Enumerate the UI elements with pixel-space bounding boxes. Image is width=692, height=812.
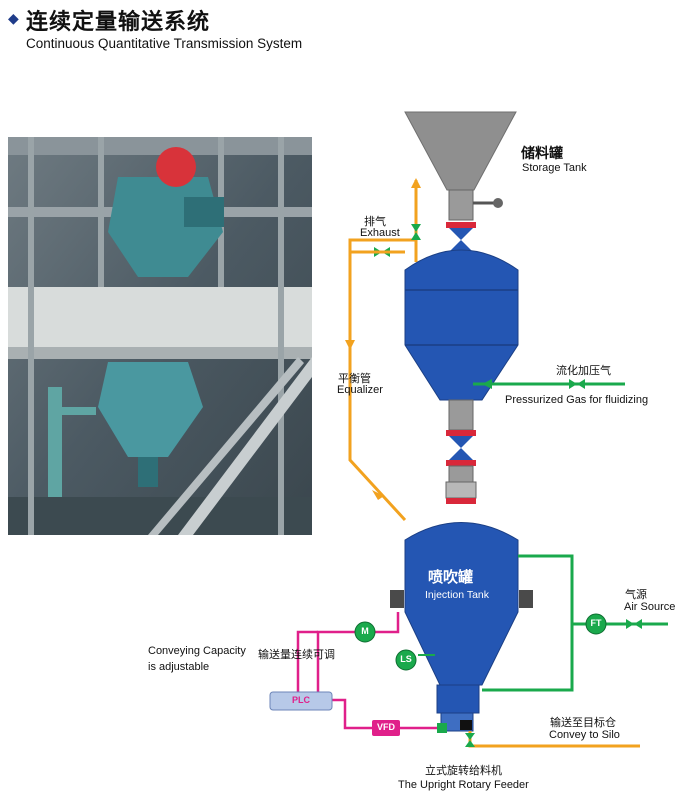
page-subtitle: Continuous Quantitative Transmission Sys… (26, 36, 303, 51)
equalizer-pipe (348, 180, 418, 522)
ls-label: LS (400, 654, 412, 664)
page-title: 连续定量输送系统 (26, 10, 211, 35)
weigh-meter-m-icon[interactable] (354, 621, 376, 643)
gate-valve-handle-icon[interactable] (493, 198, 503, 208)
fluidizing-label-cn: 流化加压气 (556, 364, 611, 377)
ft-label: FT (590, 618, 602, 628)
feeder-label-cn: 立式旋转给料机 (425, 764, 502, 777)
storage-tank-label-cn: 储料罐 (521, 146, 563, 162)
m-label: M (361, 626, 369, 636)
storage-tank-hopper (404, 111, 517, 191)
equalizer-label-cn: 平衡管 (338, 372, 371, 385)
fluidizing-valve-icon[interactable] (569, 379, 577, 389)
plant-photo (8, 137, 312, 535)
upper-pressure-tank (404, 249, 519, 401)
conveying-capacity-label-2: is adjustable (148, 661, 210, 673)
storage-tank-neck (448, 189, 474, 221)
injection-tank (404, 522, 519, 686)
injection-tank-label-en: Injection Tank (425, 589, 490, 601)
plc-box[interactable] (269, 691, 333, 711)
outlet-valve-icon[interactable] (465, 733, 475, 747)
exhaust-label-en: Exhaust (360, 227, 400, 239)
conveying-capacity-label-1: Conveying Capacity (148, 645, 246, 657)
flow-transmitter-ft-icon[interactable] (585, 613, 607, 635)
feeder-label-en: The Upright Rotary Feeder (398, 779, 529, 791)
vfd-box[interactable] (372, 720, 400, 736)
equalizer-label-en: Equalizer (337, 384, 383, 396)
injection-tank-label-cn: 喷吹罐 (428, 568, 474, 586)
storage-tank-label-en: Storage Tank (522, 162, 587, 174)
air-source-valve-icon[interactable] (626, 619, 634, 629)
exhaust-valve-vertical-icon[interactable] (411, 224, 421, 240)
exhaust-label-cn: 排气 (364, 215, 386, 228)
air-source-label-en: Air Source (624, 601, 676, 613)
vfd-label: VFD (377, 722, 395, 732)
conveying-capacity-label-cn: 输送量连续可调 (258, 648, 335, 661)
air-source-label-cn: 气源 (625, 588, 647, 601)
plc-label: PLC (292, 695, 310, 705)
convey-to-silo-label-cn: 输送至目标仓 (550, 716, 616, 729)
bellows-joint (445, 481, 477, 499)
fluidizing-label-en: Pressurized Gas for fluidizing (505, 394, 649, 406)
title-diamond-icon: ◆ (8, 10, 19, 26)
convey-to-silo-label-en: Convey to Silo (549, 729, 620, 741)
level-switch-ls-icon[interactable] (395, 649, 417, 671)
